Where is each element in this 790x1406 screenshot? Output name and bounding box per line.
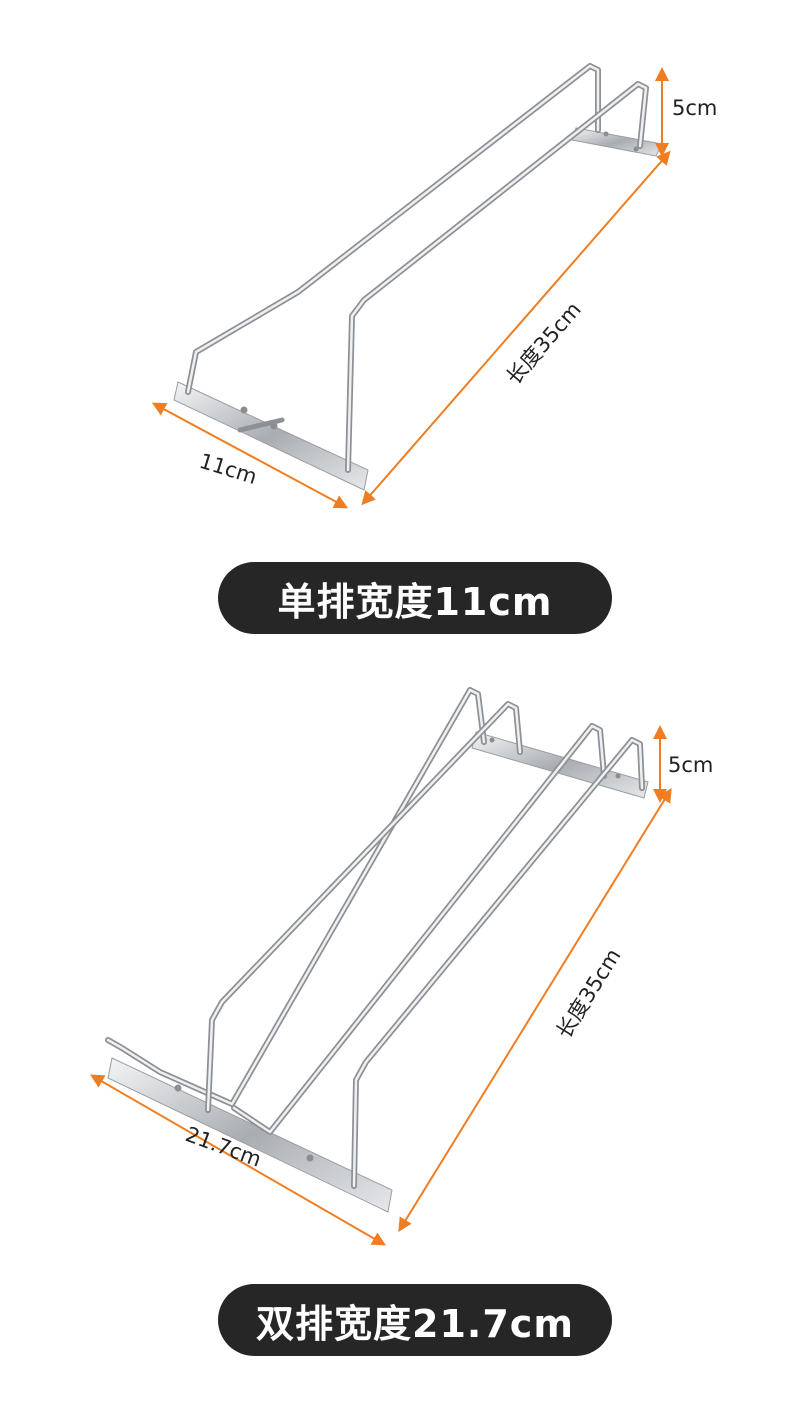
double-length-arrow [398,788,672,1232]
single-height-label: 5cm [672,96,717,120]
double-row-illustration: 5cm 长度35cm 21.7cm [89,687,713,1246]
single-row-caption: 单排宽度11cm [218,562,612,634]
double-length-label: 长度35cm [552,945,626,1043]
double-width-arrow [89,1074,387,1246]
double-height-label: 5cm [668,753,713,777]
single-wine-rack [173,63,663,491]
double-row-caption: 双排宽度21.7cm [218,1284,612,1356]
single-dimension-lines [151,67,671,509]
single-length-label: 长度35cm [502,298,586,390]
single-row-illustration: 5cm 长度35cm 11cm [151,63,717,509]
double-row-panel: 5cm 长度35cm 21.7cm 双排宽度21.7cm [0,660,790,1406]
single-width-arrow [151,402,349,509]
single-row-panel: 5cm 长度35cm 11cm 单排宽度11cm [0,0,790,660]
double-dimension-lines [89,725,672,1246]
single-length-arrow [361,150,671,506]
